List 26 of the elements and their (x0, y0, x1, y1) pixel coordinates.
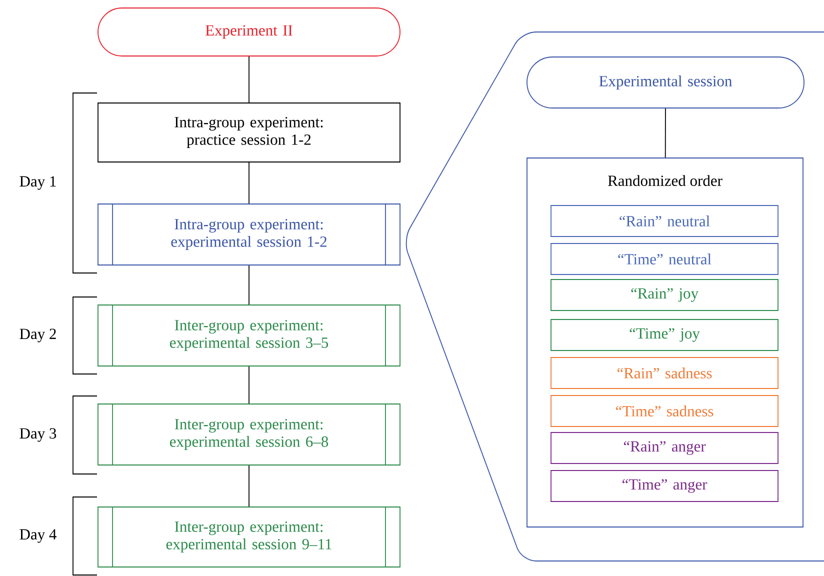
connector-line (248, 265, 250, 305)
connector-line (248, 465, 250, 507)
day-label: Day 3 (20, 428, 56, 442)
connector-line (248, 366, 250, 404)
condition-box: “Time” joy (550, 319, 778, 351)
connector-line (248, 162, 250, 204)
day-label: Day 4 (20, 529, 56, 543)
condition-box: “Rain” sadness (550, 357, 778, 389)
condition-box: “Rain” joy (550, 279, 778, 311)
start-terminal: Experiment II (98, 8, 400, 56)
subprocess-box: Inter-group experiment: experimental session 3–5 (98, 304, 400, 367)
callout-panel (406, 32, 824, 562)
day-label: Day 2 (20, 328, 56, 342)
subprocess-box: Intra-group experiment: experimental session 1-2 (98, 203, 400, 266)
session-terminal: Experimental session (526, 56, 804, 108)
condition-box: “Rain” neutral (550, 205, 778, 237)
condition-box: “Time” anger (550, 470, 778, 502)
condition-box: “Time” sadness (550, 395, 778, 427)
subprocess-box: Inter-group experiment: experimental session 9–11 (98, 506, 400, 568)
subprocess-box: Inter-group experiment: experimental session 6–8 (98, 403, 400, 466)
condition-box: “Rain” anger (550, 432, 778, 464)
day-label: Day 1 (20, 176, 56, 190)
connector-line (248, 56, 250, 103)
condition-box: “Time” neutral (550, 243, 778, 275)
process-box: Intra-group experiment: practice session 1-2 (98, 102, 400, 162)
connector-line (664, 108, 666, 158)
